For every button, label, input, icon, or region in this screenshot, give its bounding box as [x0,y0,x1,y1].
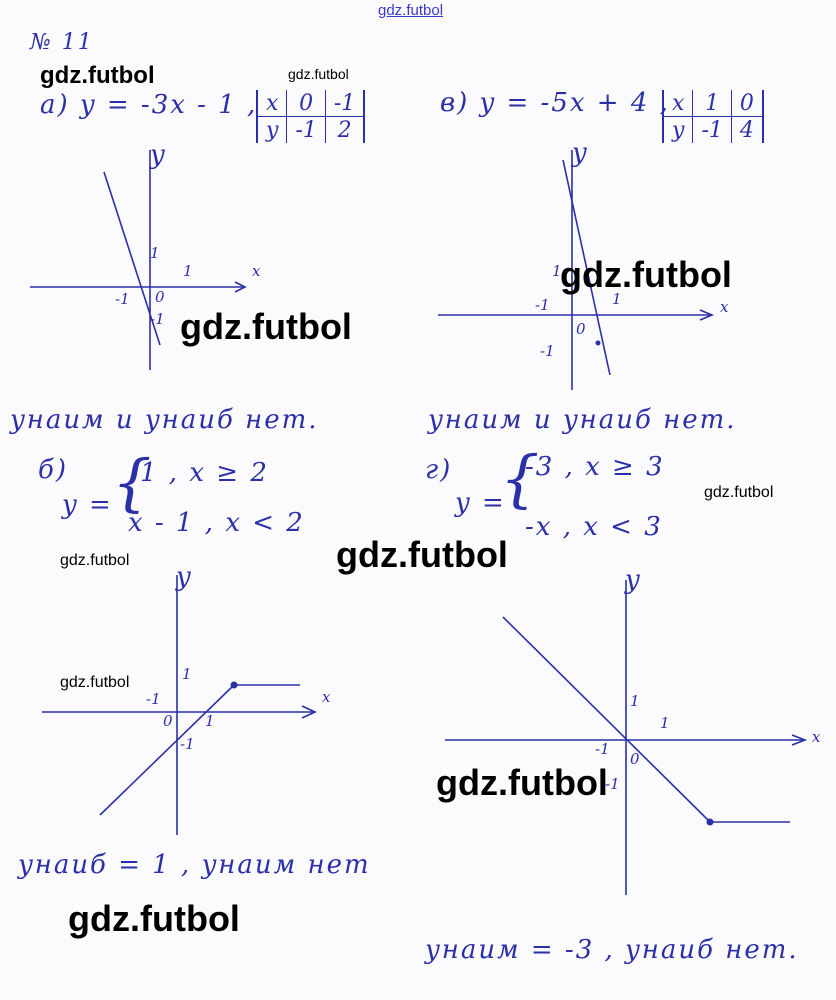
watermark: gdz.futbol [60,552,130,569]
tick-label: 1 [205,712,215,730]
part-b-case1: 1 , x ≥ 2 [140,458,269,488]
tick-label: -1 [535,296,550,314]
tick-label: 1 [612,290,622,308]
graph-a-line [103,171,161,346]
graph-v-x-label: x [720,298,729,316]
problem-number: № 11 [30,30,94,55]
watermark: gdz.futbol [436,762,608,803]
part-b-label: б) [38,455,69,485]
tick-label: -1 [540,342,555,360]
watermark: gdz.futbol [336,534,508,575]
tick-label: 0 [576,320,586,338]
tick-label: 1 [183,262,193,280]
tick-label: 0 [630,750,640,768]
tick-label: -1 [150,310,165,328]
graph-b-x-label: x [322,688,331,706]
tick-label: 1 [660,714,670,732]
part-a-conclusion: yнаим и yнаиб нет. [10,405,319,435]
part-g-conclusion: yнаим = -3 , yнаиб нет. [425,935,799,965]
part-g-lhs: y = [455,488,506,518]
part-g-case1: -3 , x ≥ 3 [525,452,665,482]
part-g-label: г) [425,455,453,485]
watermark: gdz.futbol [180,306,352,347]
watermark: gdz.futbol [40,62,155,89]
graph-g-ray-slanted [502,616,711,823]
graph-g-x-arrow [791,734,808,746]
graph-v-point [595,340,601,346]
graph-v-x-arrow [699,309,715,321]
watermark: gdz.futbol [288,66,349,82]
tick-label: 1 [150,244,160,262]
graph-g-y-label: y [625,565,642,595]
watermark: gdz.futbol [68,898,240,939]
brace: { [500,442,540,515]
tick-label: 0 [163,712,173,730]
part-v-formula: в) y = -5x + 4 , [440,88,670,118]
graph-a-x-arrow [234,281,247,293]
graph-v-line [562,159,611,376]
part-a-formula: а) y = -3x - 1 , [40,90,258,120]
graph-g-x-label: x [812,728,821,746]
tick-label: -1 [605,775,620,793]
graph-g-point [706,818,714,826]
watermark: gdz.futbol [60,674,130,691]
part-b-conclusion: yнаиб = 1 , yнаим нет [18,850,371,880]
tick-label: -1 [146,690,161,708]
graph-a-y-label: y [150,140,167,170]
watermark: gdz.futbol [704,484,774,501]
graph-b-point [230,681,238,689]
watermark: gdz.futbol [560,254,732,295]
tick-label: -1 [115,290,130,308]
graph-a-x-label: x [252,262,261,280]
part-b-case2: x - 1 , x < 2 [128,508,305,538]
part-v-conclusion: yнаим и yнаиб нет. [428,405,737,435]
brace: { [112,446,152,519]
tick-label: 1 [630,692,640,710]
tick-label: -1 [595,740,610,758]
watermark: gdz.futbol [378,2,444,19]
tick-label: 1 [552,262,562,280]
part-g-case2: -x , x < 3 [525,512,663,542]
graph-b-y-label: y [176,562,193,592]
tick-label: -1 [180,735,195,753]
graph-b-ray-slanted [99,684,235,816]
tick-label: 0 [155,288,165,306]
graph-v-y-label: y [572,138,589,168]
part-b-lhs: y = [62,490,113,520]
tick-label: 1 [182,665,192,683]
graph-b-x-arrow [301,705,317,719]
